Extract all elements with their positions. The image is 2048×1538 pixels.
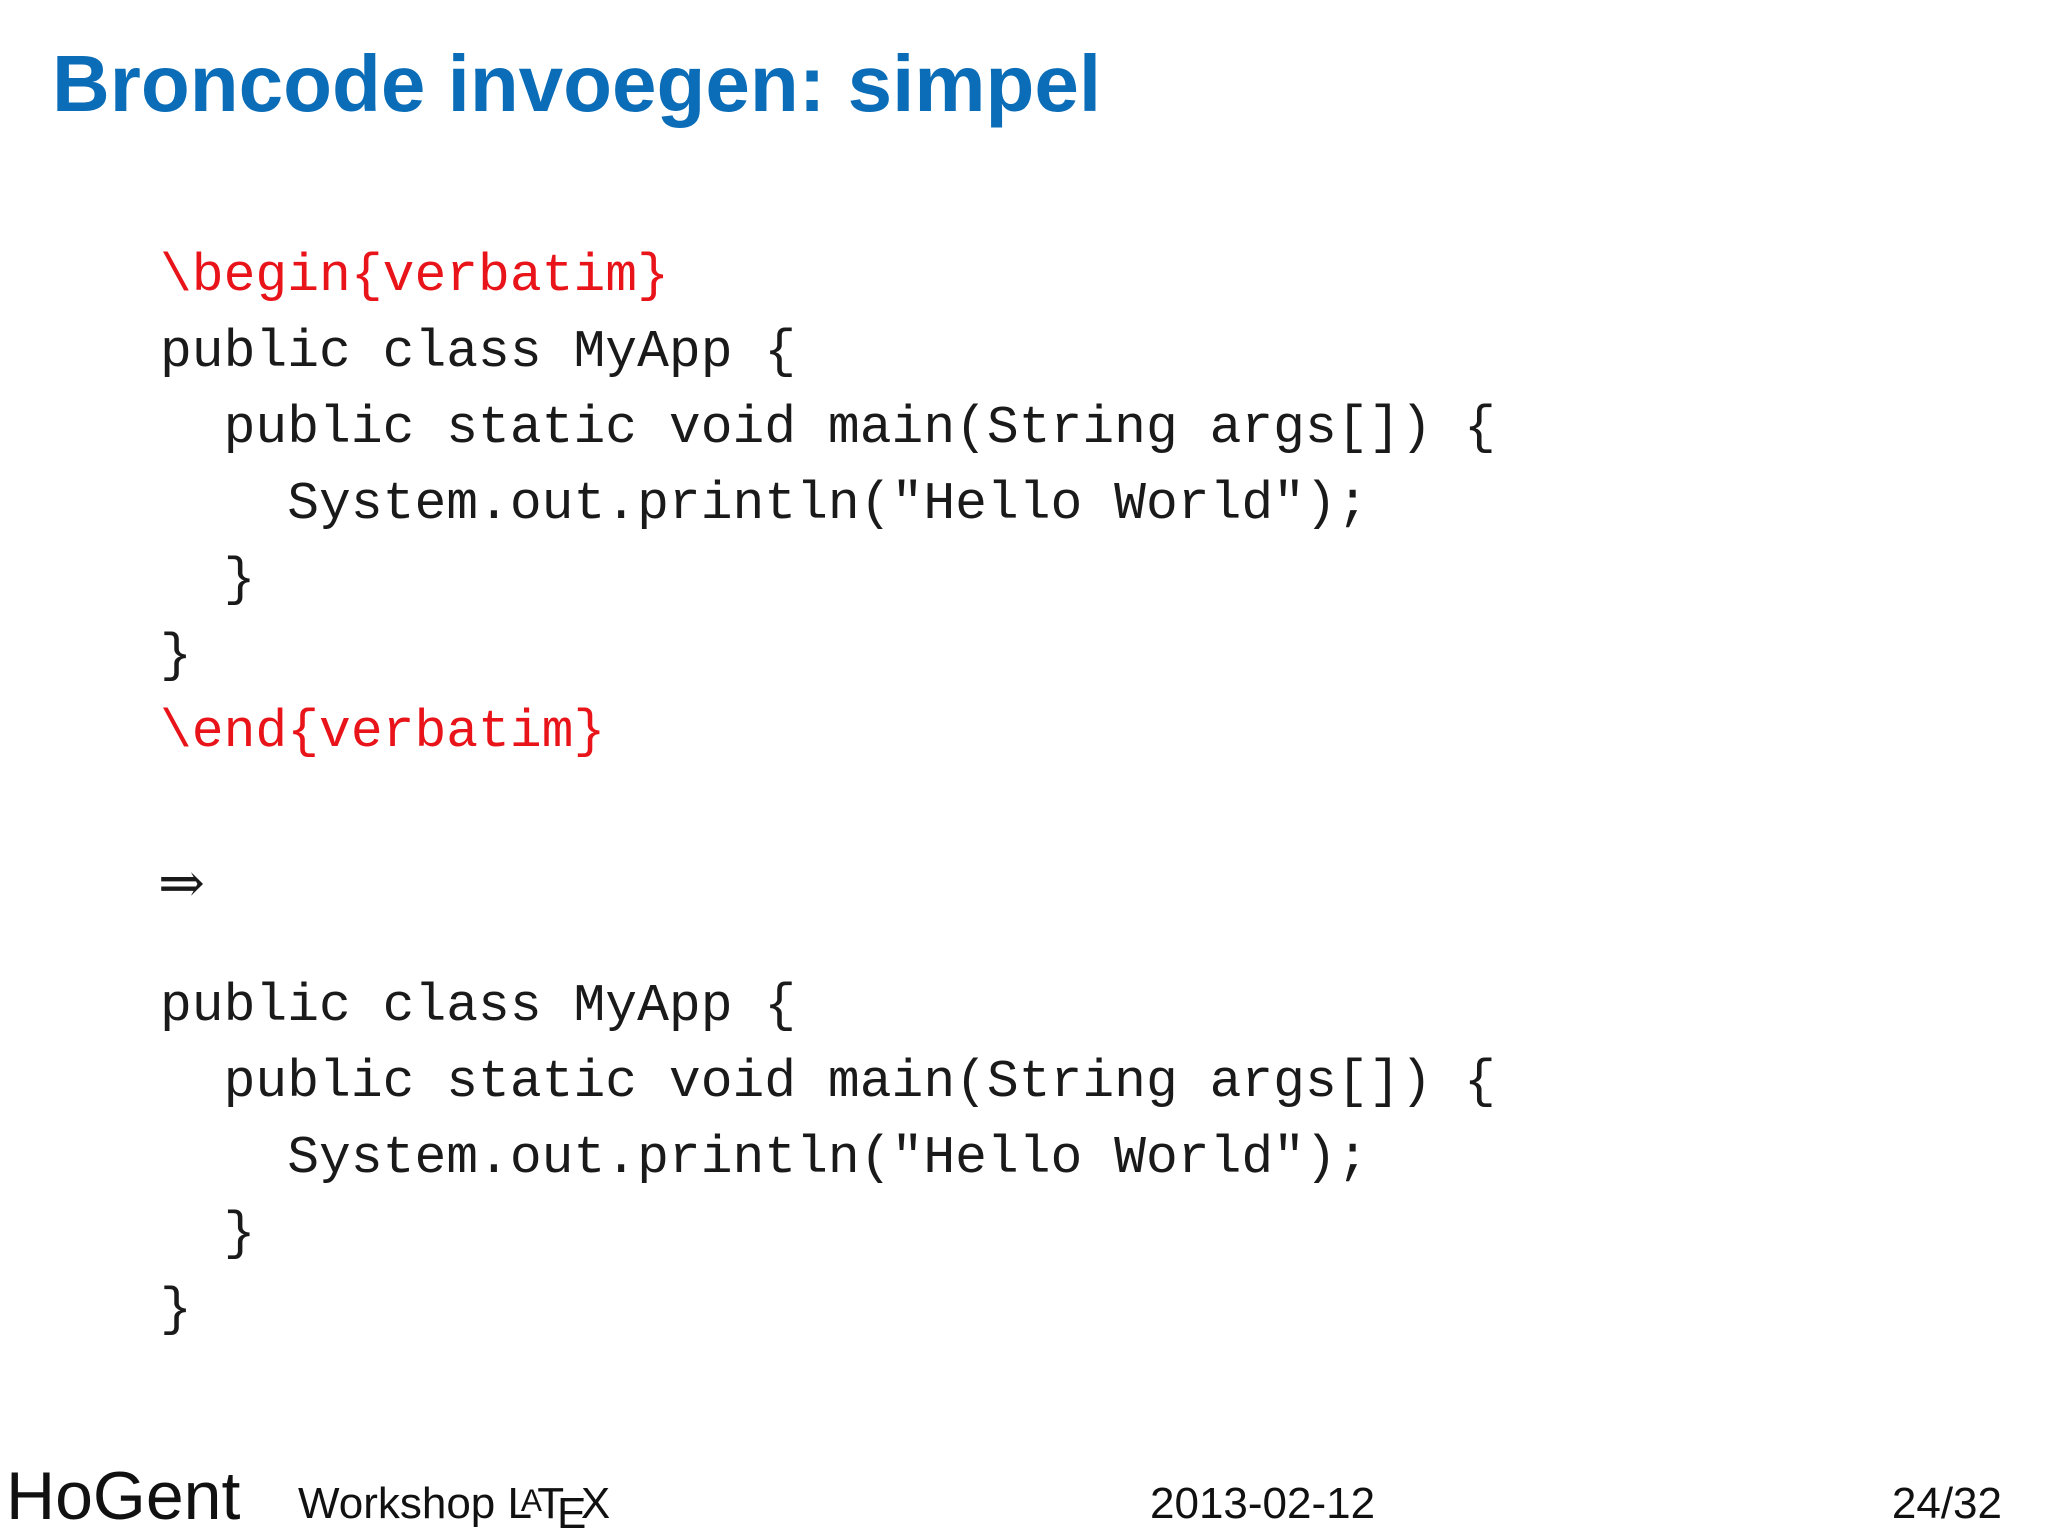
verbatim-end-command: \end{verbatim} [160, 702, 606, 762]
source-code-block: \begin{verbatim} public class MyApp { pu… [160, 238, 1496, 770]
rendered-code-line: } [160, 1280, 192, 1340]
footer-event: Workshop LATEX [298, 1474, 611, 1538]
footer-event-prefix: Workshop [298, 1479, 496, 1528]
source-code-line: } [160, 550, 256, 610]
verbatim-begin-command: \begin{verbatim} [160, 246, 669, 306]
footer-page-number: 24/32 [1891, 1479, 2002, 1528]
implies-arrow-icon: ⇒ [158, 851, 205, 916]
footer: HoGent Workshop LATEX 2013-02-12 24/32 [0, 1456, 2048, 1538]
source-code-line: public class MyApp { [160, 322, 797, 382]
source-code-line: public static void main(String args[]) { [160, 398, 1496, 458]
rendered-code-line: public class MyApp { [160, 976, 797, 1036]
latex-logo: LATEX [507, 1479, 611, 1538]
footer-brand: HoGent [6, 1458, 241, 1534]
rendered-code-block: public class MyApp { public static void … [160, 968, 1496, 1348]
source-code-line: System.out.println("Hello World"); [160, 474, 1369, 534]
slide-title: Broncode invoegen: simpel [52, 39, 1102, 128]
rendered-code-line: System.out.println("Hello World"); [160, 1128, 1369, 1188]
rendered-code-line: } [160, 1204, 256, 1264]
rendered-code-line: public static void main(String args[]) { [160, 1052, 1496, 1112]
footer-date: 2013-02-12 [1150, 1479, 1376, 1528]
source-code-line: } [160, 626, 192, 686]
